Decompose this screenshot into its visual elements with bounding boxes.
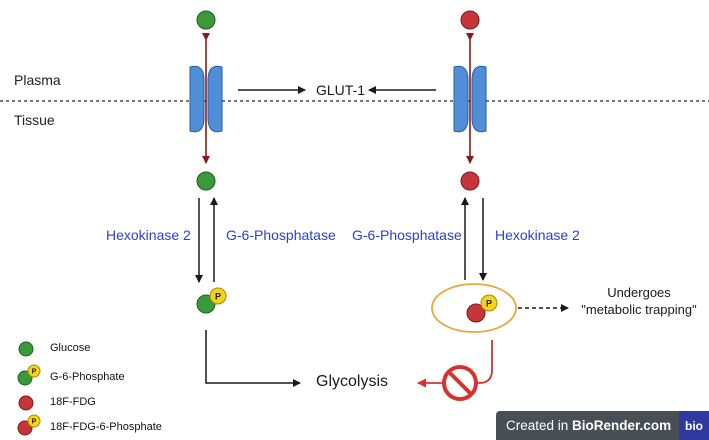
- trapping-line1: Undergoes: [607, 285, 671, 300]
- credit-prefix: Created in: [506, 418, 573, 433]
- legend-fdg6p-icon: P: [17, 414, 41, 436]
- trapping-line2: "metabolic trapping": [581, 302, 697, 317]
- fdg-tissue: [460, 171, 480, 191]
- glucose-plasma: [196, 10, 216, 30]
- legend-fdg-icon: [18, 395, 34, 411]
- legend-g6p-label: G-6-Phosphate: [50, 371, 125, 383]
- g6p-molecule: P: [196, 287, 227, 314]
- glut1-transporter-right: [453, 65, 487, 133]
- biorender-logo-icon: bio: [679, 411, 709, 440]
- biorender-badge[interactable]: Created in BioRender.com bio: [496, 411, 709, 440]
- legend-glucose-icon: [18, 341, 34, 357]
- glucose-tissue: [196, 171, 216, 191]
- hexokinase-label-right: Hexokinase 2: [495, 227, 580, 243]
- glycolysis-arrow: [205, 330, 301, 387]
- phosphate-label: P: [32, 369, 37, 376]
- legend-glucose-label: Glucose: [50, 342, 91, 354]
- plasma-label: Plasma: [14, 72, 61, 88]
- no-entry-icon: [442, 365, 478, 401]
- fdg-plasma: [460, 10, 480, 30]
- glycolysis-label: Glycolysis: [316, 373, 389, 390]
- fdg6p-molecule: P: [466, 294, 498, 323]
- credit-brand: BioRender.com: [572, 418, 672, 433]
- biorender-credit: Created in BioRender.com: [496, 418, 671, 433]
- phosphatase-label-right: G-6-Phosphatase: [352, 227, 462, 243]
- phosphatase-label-left: G-6-Phosphatase: [226, 227, 336, 243]
- hexokinase-label-left: Hexokinase 2: [106, 227, 191, 243]
- phosphate-label: P: [215, 292, 221, 302]
- metabolic-trapping-label: Undergoes "metabolic trapping": [573, 284, 705, 318]
- legend-fdg6p-label: 18F-FDG-6-Phosphate: [50, 421, 162, 433]
- legend-fdg-label: 18F-FDG: [50, 396, 96, 408]
- phosphate-label: P: [32, 419, 37, 426]
- trapping-ellipse: [431, 283, 517, 333]
- glut1-label: GLUT-1: [316, 82, 366, 98]
- legend-g6p-icon: P: [17, 364, 41, 386]
- blocked-arrow: [417, 340, 493, 388]
- tissue-label: Tissue: [14, 112, 55, 128]
- phosphate-label: P: [486, 299, 492, 309]
